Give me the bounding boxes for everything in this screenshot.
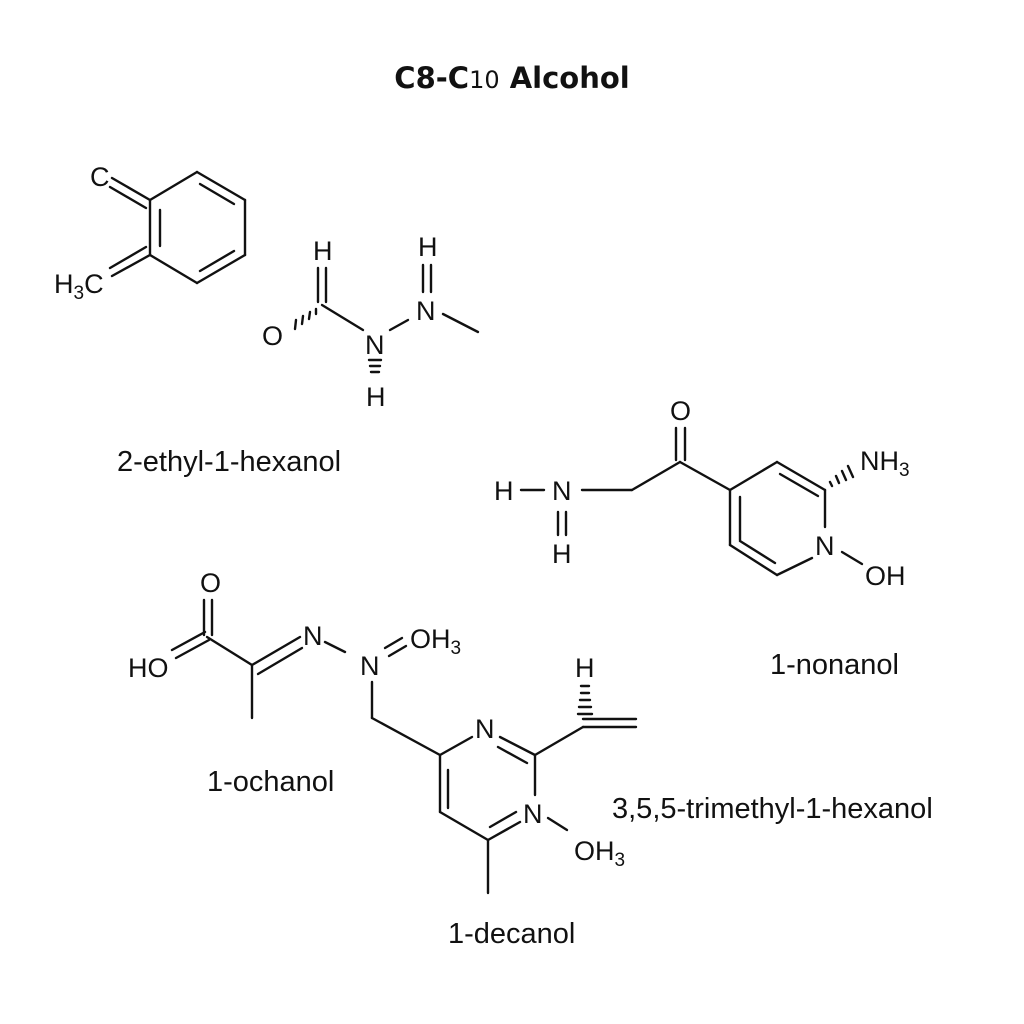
bond — [388, 318, 410, 332]
bond — [195, 170, 247, 202]
atom-label: H — [575, 653, 595, 683]
bond — [148, 253, 199, 285]
bond — [383, 636, 404, 650]
hydrazide-structure — [293, 263, 480, 374]
bond — [108, 185, 148, 210]
bond — [546, 816, 569, 832]
bond — [108, 245, 148, 270]
atom-label: OH3 — [410, 624, 461, 659]
atom-label: N — [552, 476, 572, 506]
atom-label: NH3 — [860, 446, 910, 481]
molecule-name: 3,5,5-trimethyl-1-hexanol — [612, 793, 933, 825]
bond — [630, 460, 682, 492]
bond — [110, 176, 152, 202]
bond — [250, 635, 302, 667]
bond — [198, 182, 236, 206]
molecule-name: 1-nonanol — [770, 649, 899, 681]
bond — [775, 460, 827, 492]
bond — [205, 635, 254, 667]
atom-label: O — [670, 396, 691, 426]
bond — [300, 314, 305, 326]
atom-label: OH3 — [574, 836, 625, 871]
bond — [738, 539, 777, 565]
molecule-name: 2-ethyl-1-hexanol — [117, 446, 341, 478]
diagram-title: C8-C10 Alcohol — [394, 61, 629, 95]
bond — [498, 735, 537, 757]
atom-label: H — [552, 539, 572, 569]
bond — [678, 460, 732, 492]
atom-label: N — [475, 714, 495, 744]
bond — [441, 312, 480, 334]
bond — [307, 310, 312, 321]
bond — [195, 253, 247, 285]
atom-label: N — [416, 296, 436, 326]
pyrimidine-structure — [170, 598, 638, 895]
bond — [834, 474, 841, 485]
atom-label: N — [365, 330, 385, 360]
atom-label: N — [360, 651, 380, 681]
atom-label: HO — [128, 653, 169, 683]
bond — [387, 644, 408, 658]
bond — [728, 543, 779, 577]
bond — [486, 820, 522, 842]
bond — [775, 556, 814, 577]
ring-structure — [108, 170, 247, 285]
bond — [370, 716, 442, 757]
atom-label: N — [523, 799, 543, 829]
bond — [496, 745, 529, 765]
bond — [828, 480, 834, 488]
bond — [110, 253, 152, 278]
bond — [148, 170, 199, 202]
atom-label: OH — [865, 561, 906, 591]
bond — [840, 550, 864, 566]
atom-label: N — [303, 621, 323, 651]
bond — [170, 630, 207, 652]
bond — [293, 318, 298, 331]
bond — [840, 469, 848, 482]
atom-label: H — [366, 382, 386, 412]
bond — [320, 303, 365, 332]
bond — [438, 735, 474, 757]
atom-label: H — [494, 476, 514, 506]
bond — [778, 472, 820, 498]
bond — [533, 725, 585, 757]
bond — [438, 810, 490, 842]
molecule-name: 1-decanol — [448, 918, 575, 950]
bond — [728, 460, 779, 492]
atom-label: H — [418, 232, 438, 262]
molecule-name: 1-ochanol — [207, 766, 334, 798]
atom-label: N — [815, 531, 835, 561]
bond — [174, 638, 211, 660]
atom-label: H3C — [54, 269, 104, 304]
atom-label: O — [200, 568, 221, 598]
pyridine-structure — [519, 426, 864, 577]
bond — [846, 464, 855, 479]
bond — [256, 646, 304, 676]
bond — [323, 640, 347, 654]
bond — [198, 249, 236, 273]
bond — [488, 810, 518, 829]
atom-label: O — [262, 321, 283, 351]
atom-label: C — [90, 162, 110, 192]
atom-label: H — [313, 236, 333, 266]
